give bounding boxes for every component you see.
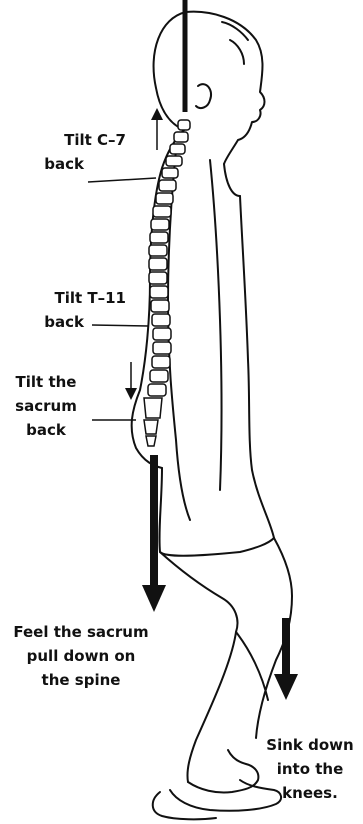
feet-outline <box>188 750 258 793</box>
label-sink-down-line1: Sink down <box>262 733 358 757</box>
label-feel-sacrum-line1: Feel the sacrum <box>6 620 156 644</box>
label-tilt-sacrum: Tilt the sacrum back <box>6 370 86 442</box>
label-tilt-t11-line2: back <box>36 310 126 334</box>
label-tilt-sacrum-line1: Tilt the <box>6 370 86 394</box>
label-tilt-c7-line1: Tilt C–7 <box>36 128 126 152</box>
spine <box>144 120 190 446</box>
leg-outline <box>160 552 237 782</box>
label-tilt-c7: Tilt C–7 back <box>36 128 126 176</box>
label-tilt-t11-line1: Tilt T–11 <box>36 286 126 310</box>
label-sink-down-line2: into the <box>262 757 358 781</box>
head-outline <box>154 12 186 130</box>
label-tilt-c7-line2: back <box>36 152 126 176</box>
label-sink-down: Sink down into the knees. <box>262 733 358 805</box>
label-sink-down-line3: knees. <box>262 781 358 805</box>
label-feel-sacrum-line2: pull down on <box>6 644 156 668</box>
label-feel-sacrum-line3: the spine <box>6 668 156 692</box>
label-tilt-sacrum-line2: sacrum <box>6 394 86 418</box>
label-tilt-sacrum-line3: back <box>6 418 86 442</box>
label-tilt-t11: Tilt T–11 back <box>36 286 126 334</box>
label-feel-sacrum: Feel the sacrum pull down on the spine <box>6 620 156 692</box>
ear-outline <box>196 84 211 108</box>
